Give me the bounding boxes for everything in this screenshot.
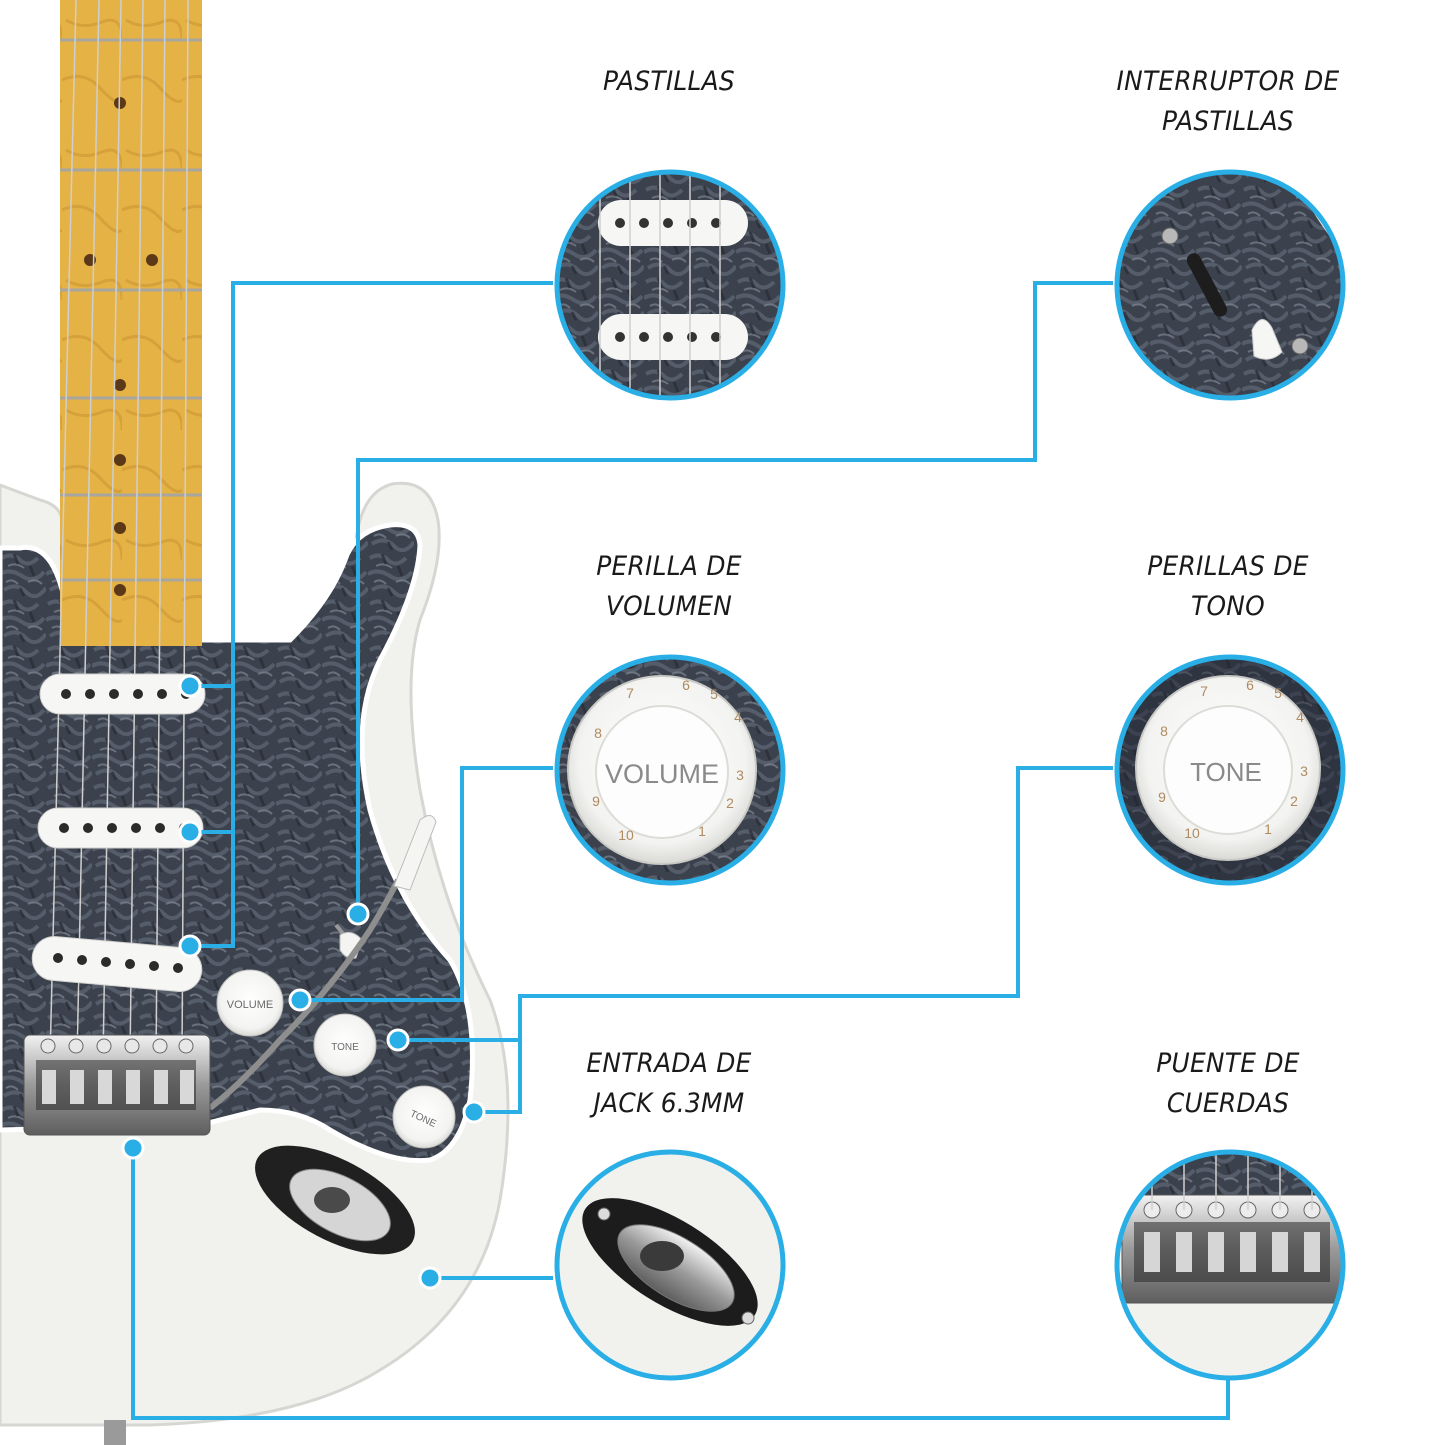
tone-scale-8: 8 [1160,723,1168,739]
scale-6: 6 [682,677,690,693]
label-pickups: PASTILLAS [503,62,834,102]
tone-scale-6: 6 [1246,677,1254,693]
scale-1: 1 [698,823,706,839]
label-volume: PERILLA DE VOLUMEN [503,547,834,627]
label-line: TONO [1191,591,1265,622]
tone-scale-10: 10 [1184,825,1200,841]
label-line: CUERDAS [1166,1088,1290,1119]
pickup-closeup [554,169,786,401]
tone-scale-2: 2 [1290,793,1298,809]
connector-lines [131,281,1230,1420]
bridge [23,1034,211,1136]
label-line: PUENTE DE [1156,1048,1300,1079]
scale-10: 10 [618,827,634,843]
tone-knob-text: TONE [1190,757,1262,787]
label-line: VOLUMEN [605,591,733,622]
neck [60,0,202,646]
scale-9: 9 [592,793,600,809]
tone-scale-9: 9 [1158,789,1166,805]
label-line: JACK 6.3MM [593,1088,745,1119]
scale-2: 2 [726,795,734,811]
scale-3: 3 [736,767,744,783]
body-knobs: VOLUME TONE TONE [216,969,456,1149]
label-bridge: PUENTE DE CUERDAS [1062,1044,1393,1124]
tone-scale-1: 1 [1264,821,1272,837]
volume-knob-closeup: VOLUME 1 2 3 4 5 6 7 8 9 10 [554,654,786,886]
label-jack: ENTRADA DE JACK 6.3MM [503,1044,834,1124]
connector-dots [121,674,486,1290]
tone-scale-3: 3 [1300,763,1308,779]
scale-8: 8 [594,725,602,741]
tremolo-arm [208,878,401,1111]
strap-button [104,1420,126,1445]
label-line: ENTRADA DE [586,1048,752,1079]
tone-knob-closeup: TONE 1 2 3 4 5 6 7 8 9 10 [1114,654,1346,886]
label-tone: PERILLAS DE TONO [1062,547,1393,627]
bridge-closeup [1114,1149,1346,1381]
body-volume-text: VOLUME [227,999,273,1011]
line-bridge [131,1148,1230,1420]
scale-7: 7 [626,685,634,701]
label-line: PERILLA DE [596,551,742,582]
body-tone-text: TONE [331,1042,359,1053]
switch-closeup [1114,169,1346,401]
label-switch: INTERRUPTOR DE PASTILLAS [1062,62,1393,142]
label-line: INTERRUPTOR DE [1116,66,1340,97]
scale-5: 5 [710,686,718,702]
tone-scale-7: 7 [1200,683,1208,699]
line-switch [356,281,1113,912]
line-tone [474,766,1113,1114]
tremolo-tip [393,815,437,891]
label-line: PASTILLAS [603,66,735,97]
scale-4: 4 [734,709,742,725]
guitar-illustration: VOLUME TONE TONE [0,0,510,1445]
strings [49,0,189,1061]
tone-scale-5: 5 [1274,685,1282,701]
label-line: PERILLAS DE [1147,551,1309,582]
jack-closeup [554,1149,786,1381]
pickups [31,673,206,992]
frets [60,38,202,582]
line-pickups [190,281,553,948]
line-volume [300,766,553,1002]
volume-knob-text: VOLUME [605,759,719,789]
label-line: PASTILLAS [1162,106,1294,137]
jack-plate [255,1145,415,1255]
tone-scale-4: 4 [1296,709,1304,725]
